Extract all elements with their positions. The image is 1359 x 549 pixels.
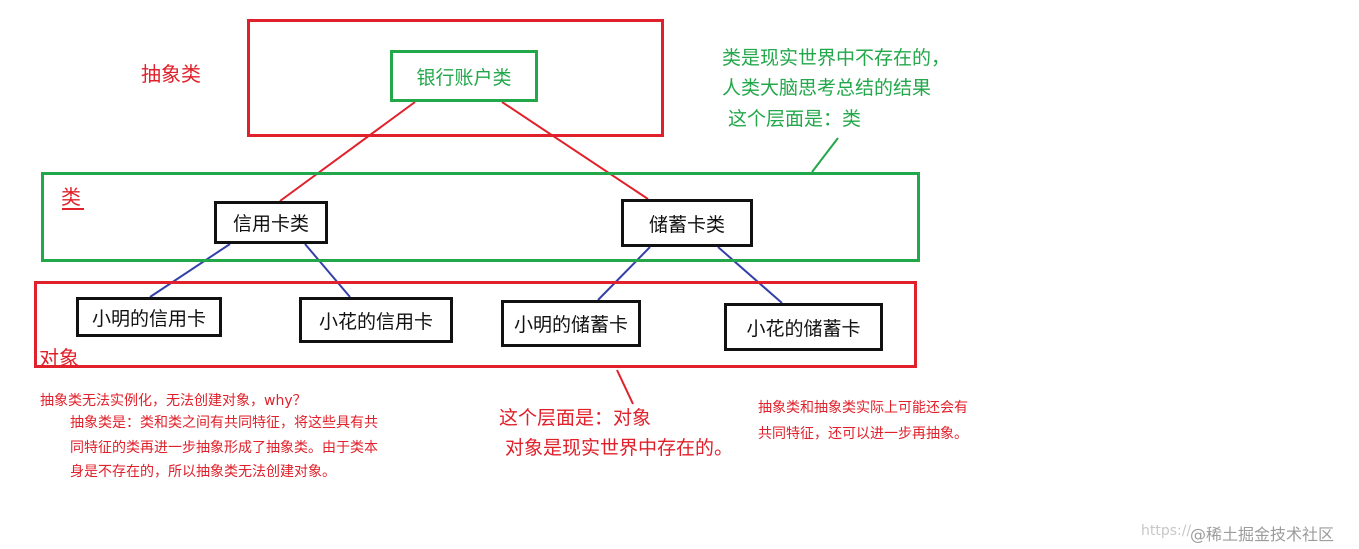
xiaoming-credit-card-node: 小明的信用卡	[76, 297, 222, 337]
object-level-note-line-2: 对象是现实世界中存在的。	[499, 437, 734, 460]
abstract-class-label: 抽象类	[141, 62, 201, 86]
class-level-note: 类是现实世界中不存在的， 人类大脑思考总结的结果 这个层面是：类	[722, 43, 950, 134]
further-abstraction-line-2: 共同特征，还可以进一步再抽象。	[758, 425, 968, 442]
abstract-question-note: 抽象类无法实例化，无法创建对象，why？	[40, 393, 307, 409]
further-abstraction-note: 抽象类和抽象类实际上可能还会有 共同特征，还可以进一步再抽象。	[758, 396, 968, 448]
xiaoming-savings-card-node: 小明的储蓄卡	[501, 300, 641, 347]
class-region	[41, 172, 920, 262]
savings-card-class-node: 储蓄卡类	[621, 199, 753, 247]
abstract-class-region	[247, 19, 664, 137]
object-label: 对象	[39, 346, 79, 370]
connector-savings-to-xiaohua	[717, 246, 783, 304]
object-level-note: 这个层面是：对象 对象是现实世界中存在的。	[499, 403, 733, 464]
watermark-brand: @稀土掘金技术社区	[1190, 525, 1335, 544]
abstract-explanation-note: 抽象类是：类和类之间有共同特征，将这些具有共 同特征的类再进一步抽象形成了抽象类…	[70, 411, 378, 485]
xiaohua-savings-card-node: 小花的储蓄卡	[724, 303, 883, 351]
abstract-explanation-line-2: 同特征的类再进一步抽象形成了抽象类。由于类本	[70, 439, 378, 456]
further-abstraction-line-1: 抽象类和抽象类实际上可能还会有	[758, 400, 968, 416]
class-level-note-line-1: 类是现实世界中不存在的，	[722, 47, 951, 69]
abstract-explanation-line-3: 身是不存在的，所以抽象类无法创建对象。	[70, 464, 336, 480]
connector-bank-to-credit	[279, 101, 416, 202]
watermark-faint: https://	[1141, 523, 1192, 539]
class-level-note-line-3: 这个层面是：类	[722, 107, 862, 130]
xiaohua-credit-card-node: 小花的信用卡	[299, 297, 453, 343]
class-level-note-line-2: 人类大脑思考总结的结果	[722, 77, 932, 100]
credit-card-class-node: 信用卡类	[214, 201, 328, 244]
object-region	[34, 281, 917, 368]
class-label: 类	[61, 185, 81, 209]
connector-credit-to-xiaoming	[149, 243, 231, 298]
note-pointer-class	[811, 137, 839, 173]
connector-bank-to-savings	[501, 101, 649, 200]
connector-credit-to-xiaohua	[304, 243, 351, 298]
connector-savings-to-xiaoming	[597, 246, 651, 301]
note-pointer-object	[616, 369, 634, 405]
abstract-explanation-line-1: 抽象类是：类和类之间有共同特征，将这些具有共	[70, 415, 378, 431]
bank-account-class-node: 银行账户类	[390, 50, 538, 102]
object-level-note-line-1: 这个层面是：对象	[499, 407, 652, 429]
